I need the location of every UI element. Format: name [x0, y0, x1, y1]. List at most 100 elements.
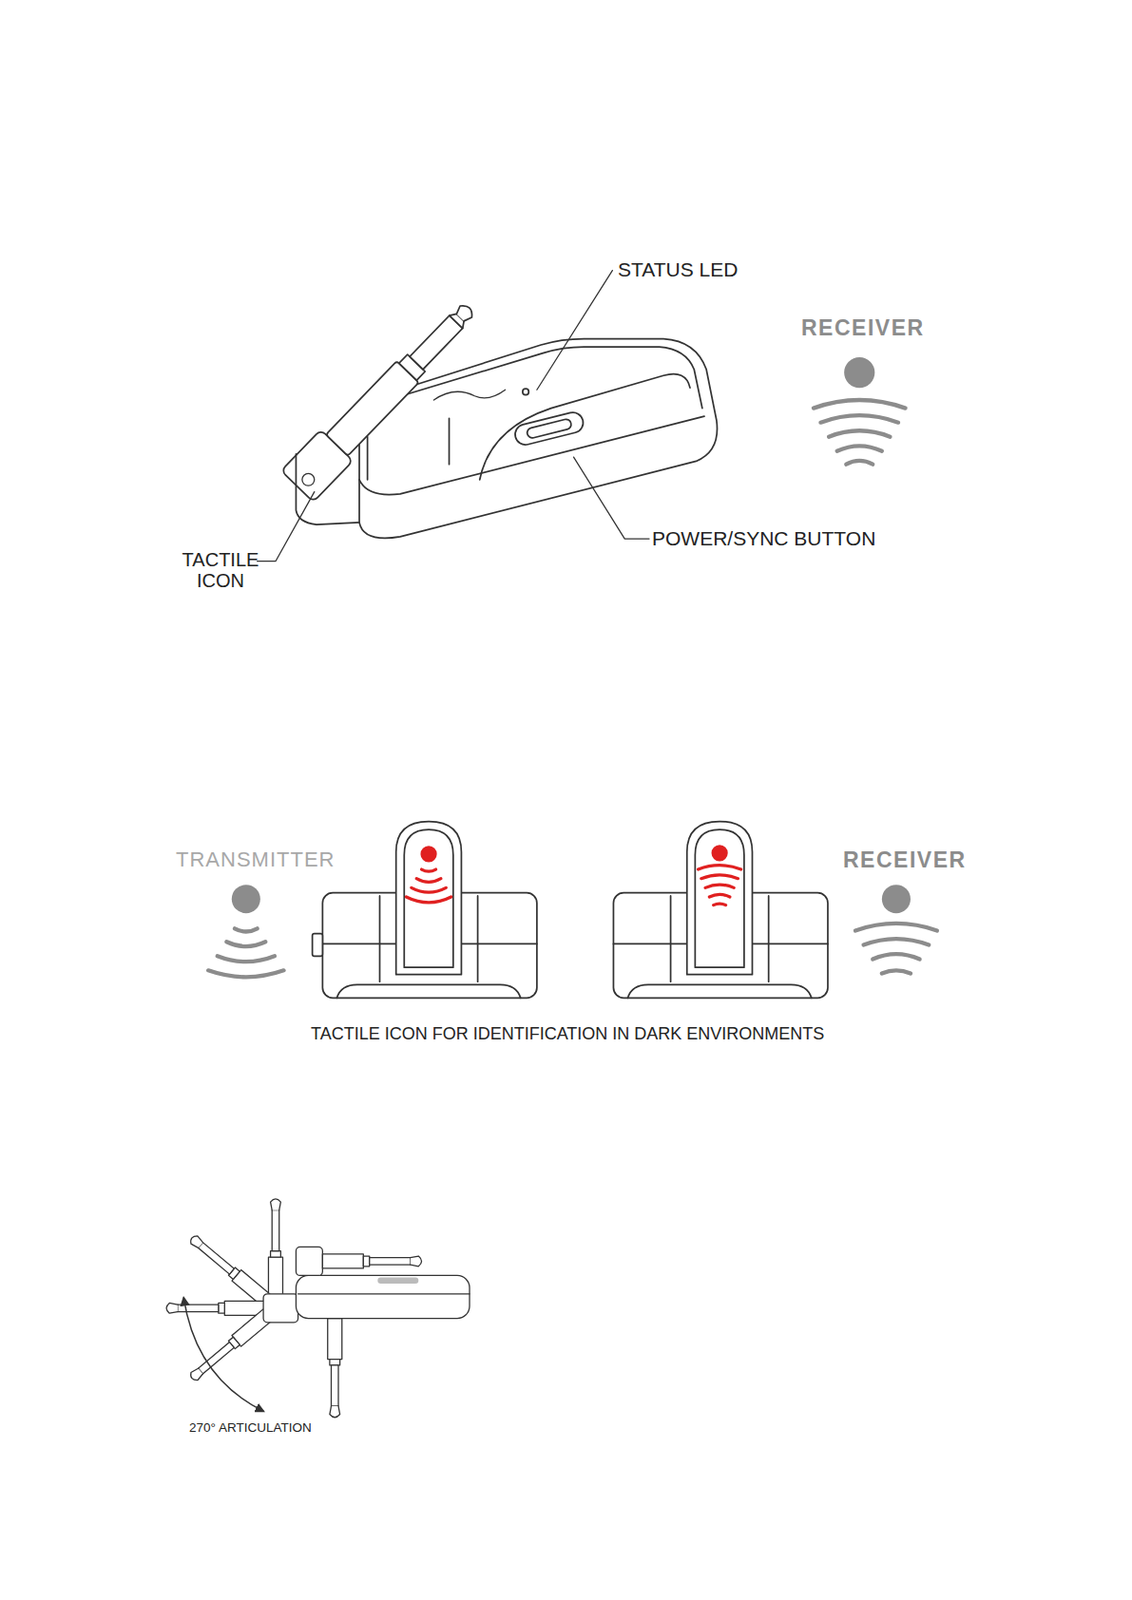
receiver-symbol [845, 460, 873, 465]
articulation-figure [322, 1254, 422, 1269]
receiver-symbol [863, 939, 930, 945]
articulation-figure [295, 1247, 323, 1276]
transmitter-front-view [312, 934, 324, 958]
leader-line [574, 457, 650, 539]
receiver-front-view [701, 875, 739, 880]
receiver-symbol [855, 923, 938, 932]
receiver-symbol [820, 415, 899, 423]
transmitter-device [295, 454, 360, 525]
transmitter-symbol [226, 941, 266, 947]
articulation-figure [198, 1243, 235, 1275]
transmitter-front-view [312, 822, 538, 999]
transmitter-device [367, 418, 450, 480]
receiver-symbol [837, 445, 883, 451]
leader-line [537, 270, 613, 391]
transmitter-symbol [208, 970, 284, 978]
transmitter-device [281, 292, 718, 539]
receiver-front-view [687, 822, 753, 976]
receiver-front-view [694, 829, 745, 968]
part-label: STATUS LED [617, 258, 738, 281]
articulation-figure [177, 1304, 219, 1313]
transmitter-device [433, 389, 505, 401]
articulation-figure [377, 1278, 419, 1285]
part-label: POWER/SYNC BUTTON [652, 527, 876, 550]
articulation-figure [410, 1256, 423, 1267]
articulation-figure [183, 1298, 264, 1412]
transmitter-front-view [416, 879, 442, 883]
receiver-symbol [882, 884, 911, 914]
transmitter-front-view [403, 829, 454, 968]
receiver-symbol [882, 970, 911, 974]
receiver-front-view [698, 865, 742, 870]
articulation-figure [322, 1254, 364, 1269]
articulation-figure [363, 1256, 369, 1267]
articulation-figure [327, 1319, 343, 1419]
articulation-figure [330, 1365, 339, 1407]
receiver-symbol [813, 357, 906, 465]
transmitter-symbol [217, 956, 275, 962]
role-label: RECEIVER [843, 848, 967, 873]
transmitter-device [454, 302, 476, 324]
transmitter-front-view [405, 869, 451, 903]
articulation-figure [271, 1210, 280, 1252]
transmitter-device [526, 418, 573, 440]
articulation-figure [198, 1343, 235, 1375]
articulation-figure [270, 1251, 282, 1258]
articulation-figure [268, 1257, 283, 1299]
articulation-figure [270, 1199, 282, 1211]
receiver-front-view [613, 822, 828, 999]
leader-line [257, 492, 315, 562]
receiver-front-view [711, 844, 729, 862]
articulation-figure [369, 1258, 411, 1267]
transmitter-front-view [405, 897, 451, 903]
transmitter-device [513, 410, 586, 448]
transmitter-device [359, 416, 705, 495]
articulation-figure [166, 1303, 178, 1314]
articulation-figure [329, 1406, 341, 1419]
receiver-front-view [698, 865, 742, 906]
role-label: TRANSMITTER [175, 848, 335, 872]
transmitter-front-view [396, 822, 462, 976]
articulation-figure [295, 1275, 470, 1319]
caption-note: TACTILE ICON FOR IDENTIFICATION IN DARK … [310, 1025, 825, 1045]
transmitter-front-view [420, 845, 437, 863]
transmitter-symbol [231, 884, 261, 914]
articulation-figure [187, 1309, 272, 1384]
articulation-figure [187, 1232, 272, 1307]
receiver-front-view [705, 884, 734, 888]
articulation-figure [166, 1301, 266, 1316]
transmitter-device [479, 374, 691, 480]
transmitter-device [281, 292, 486, 503]
receiver-symbol [828, 430, 890, 437]
transmitter-front-view [411, 887, 447, 893]
part-label: TACTILE ICON [176, 549, 265, 592]
role-label: RECEIVER [801, 316, 925, 341]
transmitter-device [302, 473, 315, 486]
transmitter-device [326, 361, 420, 457]
articulation-figure [327, 1319, 343, 1361]
transmitter-symbol [234, 928, 258, 932]
receiver-symbol [855, 884, 938, 974]
articulation-figure [268, 1199, 283, 1299]
transmitter-device [409, 315, 463, 370]
articulation-figure [188, 1367, 204, 1383]
receiver-symbol [872, 954, 920, 960]
leader-line [257, 270, 650, 562]
transmitter-device [359, 339, 718, 539]
articulation-figure [298, 1293, 470, 1295]
receiver-symbol [813, 400, 906, 409]
receiver-front-view [713, 903, 727, 906]
angle-note: 270° ARTICULATION [189, 1421, 312, 1437]
articulation-figure [263, 1294, 299, 1324]
receiver-symbol [844, 357, 875, 388]
transmitter-device [522, 388, 529, 395]
receiver-front-view [709, 894, 730, 898]
transmitter-symbol [208, 884, 284, 978]
transmitter-front-view [422, 869, 437, 872]
articulation-figure [188, 1234, 204, 1250]
articulation-figure [166, 1199, 470, 1419]
transmitter-device [513, 410, 586, 448]
articulation-figure [218, 1303, 225, 1314]
articulation-figure [329, 1360, 341, 1366]
